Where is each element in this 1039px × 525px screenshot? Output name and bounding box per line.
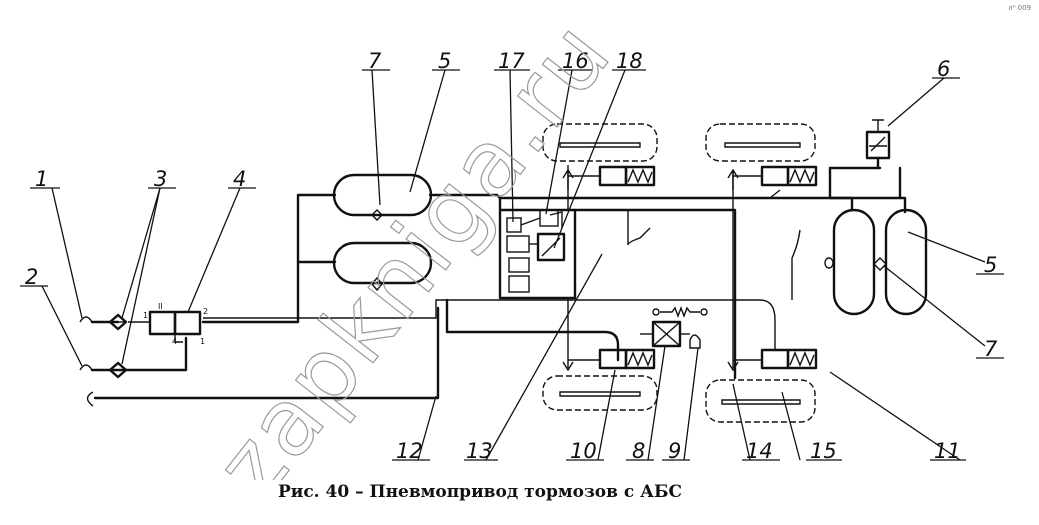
valve-mark-left: 1 — [143, 311, 148, 320]
wheel-rear-right — [705, 379, 816, 423]
callout-4: 4 — [233, 167, 246, 191]
wheel-rear-left — [542, 375, 658, 411]
control-unit-8 — [640, 320, 682, 348]
wheel-front-left — [542, 123, 658, 162]
callout-5-right: 5 — [984, 253, 997, 277]
callout-labels: 1 2 3 4 5 5 6 7 7 8 9 10 11 12 13 14 15 … — [25, 49, 998, 463]
watermark: zapkniga.ru — [195, 1, 632, 480]
brake-chamber-front-right — [733, 165, 818, 187]
brake-chamber-rear-right — [733, 348, 818, 370]
callout-16: 16 — [562, 49, 589, 73]
brake-chamber-front-left — [568, 165, 656, 187]
receiver-right-a — [824, 208, 876, 316]
coupling-heads — [79, 316, 94, 407]
callout-8: 8 — [632, 439, 645, 463]
receiver-top-left — [332, 173, 433, 221]
valve-mark-bottom-left: 4 — [172, 337, 177, 346]
callout-5-top: 5 — [438, 49, 451, 73]
sensor-arrows — [562, 168, 739, 372]
pipe-network — [90, 165, 907, 400]
abs-valve-block — [506, 209, 566, 293]
corner-mark: л⁰ 009 — [1008, 4, 1031, 12]
callout-7-right: 7 — [984, 337, 998, 361]
callout-10: 10 — [570, 439, 597, 463]
callout-14: 14 — [746, 439, 773, 463]
pneumatic-brake-diagram: II 2 4 1 1 — [20, 0, 1004, 480]
callout-7-top: 7 — [368, 49, 382, 73]
wheel-front-right — [705, 123, 816, 162]
valve-6 — [865, 119, 891, 170]
valve-mark-top: II — [158, 302, 163, 311]
pressure-switch-9 — [680, 333, 701, 349]
callout-15: 15 — [810, 439, 837, 463]
valve-4: II 2 4 1 1 — [143, 302, 208, 346]
callout-17: 17 — [498, 49, 525, 73]
callout-9: 9 — [668, 439, 681, 463]
callout-18: 18 — [616, 49, 643, 73]
callout-6: 6 — [937, 57, 950, 81]
callout-2: 2 — [25, 265, 38, 289]
brake-chamber-rear-left — [568, 348, 656, 370]
figure-caption: Рис. 40 – Пневмопривод тормозов с АБС — [277, 482, 683, 502]
filters-3 — [108, 313, 128, 379]
callout-3: 3 — [154, 167, 167, 191]
receiver-right-b — [873, 208, 928, 316]
leader-lines — [20, 69, 1004, 461]
throttle-element — [652, 306, 708, 318]
callout-13: 13 — [466, 439, 493, 463]
callout-11: 11 — [934, 439, 961, 463]
callout-1: 1 — [35, 167, 48, 191]
valve-mark-right: 2 — [203, 307, 208, 316]
callout-12: 12 — [396, 439, 423, 463]
receiver-bottom-left — [332, 241, 433, 292]
valve-mark-bottom-right: 1 — [200, 337, 205, 346]
